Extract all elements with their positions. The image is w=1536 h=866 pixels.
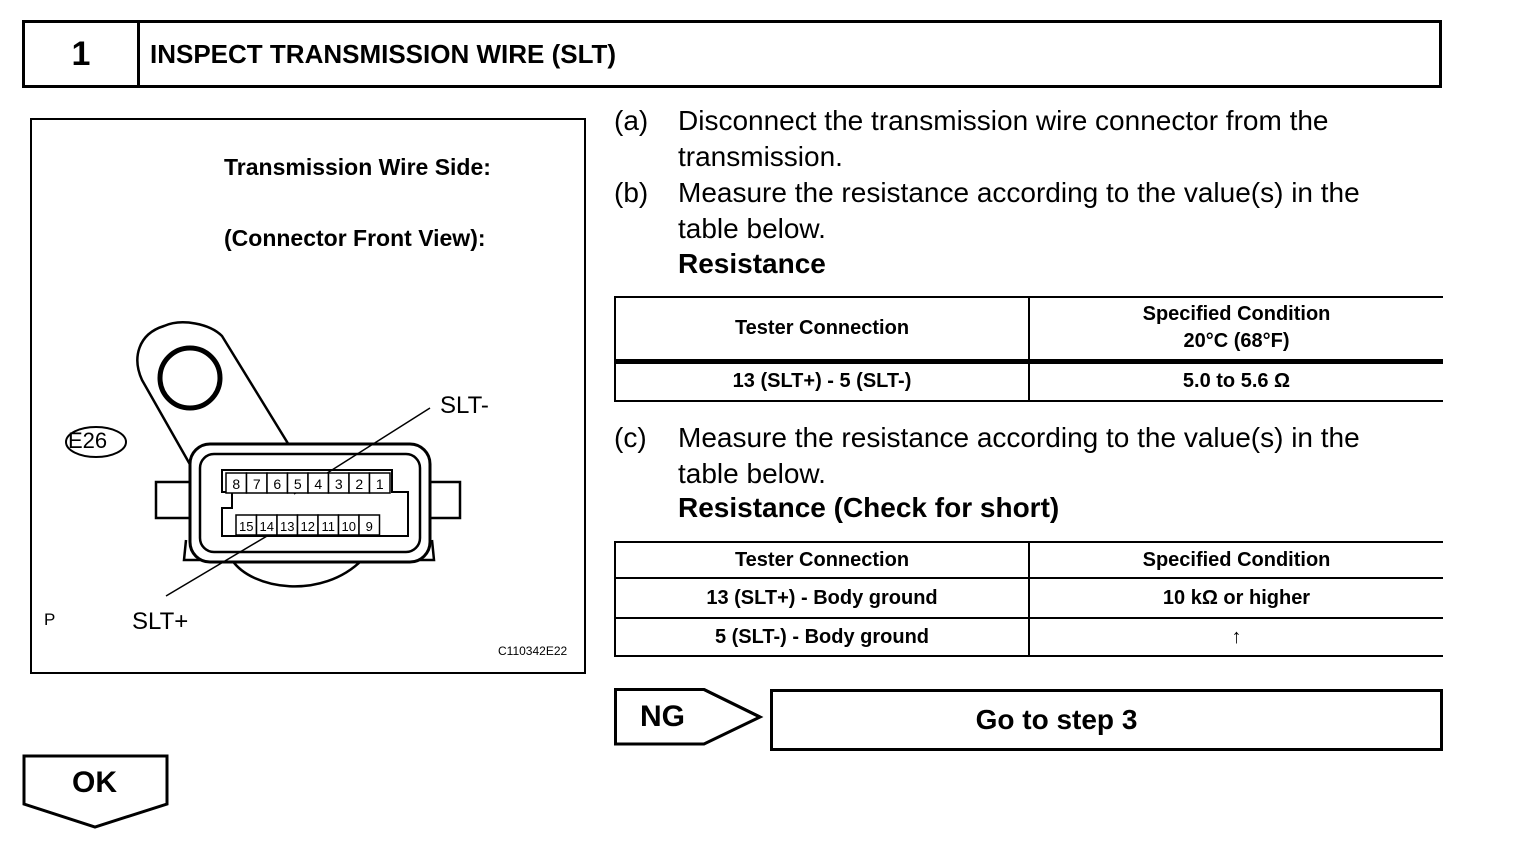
pin-label: 7 — [253, 476, 261, 492]
pin-cell — [358, 514, 381, 536]
pin-label: 11 — [322, 519, 336, 534]
caption-line-2: (Connector Front View): — [224, 225, 486, 251]
step-a-line2: transmission. — [678, 141, 843, 172]
goto-step-text[interactable]: Go to step 3 — [975, 704, 1138, 735]
pin-label: 13 — [280, 519, 294, 534]
header-line: 20°C (68°F) — [1183, 330, 1290, 353]
connector-flange — [136, 321, 294, 469]
pin-cell — [368, 472, 391, 494]
pin-label: 5 — [294, 476, 302, 492]
ok-label: OK — [72, 766, 117, 799]
pin-label: 3 — [335, 476, 343, 492]
table-row: 13 (SLT+) - 5 (SLT-) 5.0 to 5.6 Ω — [614, 358, 1443, 402]
caption-line-1: Transmission Wire Side: — [224, 154, 491, 180]
figure-code: C110342E22 — [498, 644, 568, 658]
step-a-line1: Disconnect the transmission wire connect… — [678, 105, 1329, 136]
resistance-table: Tester Connection Specified Condition 20… — [614, 296, 1443, 402]
ng-label: NG — [640, 700, 685, 733]
table-header-cell: Tester Connection — [614, 541, 1030, 579]
table-cell: 5 (SLT-) - Body ground — [614, 617, 1030, 657]
ok-arrow — [22, 754, 169, 829]
step-b-line2: table below. — [678, 213, 826, 244]
table-cell: ↑ — [1028, 617, 1443, 657]
step-number: 1 — [25, 23, 140, 85]
table-row: 13 (SLT+) - Body ground 10 kΩ or higher — [614, 577, 1443, 619]
step-b-heading: Resistance — [678, 248, 826, 279]
table-cell: 13 (SLT+) - 5 (SLT-) — [614, 358, 1030, 402]
pin-label: 15 — [239, 519, 253, 534]
pin-label: 10 — [342, 519, 356, 534]
ng-arrow — [614, 688, 764, 746]
table-header-row: Tester Connection Specified Condition 20… — [614, 296, 1443, 362]
pin-label: 4 — [314, 476, 322, 492]
table-header-cell: Tester Connection — [614, 296, 1030, 362]
left-tab — [154, 480, 192, 520]
pin-label: 1 — [376, 476, 384, 492]
step-c-heading: Resistance (Check for short) — [678, 492, 1060, 523]
connector-id-oval — [65, 426, 127, 458]
header-line: Specified Condition — [1142, 303, 1331, 326]
slt-minus-label: SLT- — [440, 392, 489, 419]
goto-step-box[interactable]: Go to step 3 — [770, 689, 1443, 751]
pin-label: 6 — [273, 476, 281, 492]
table-cell: 5.0 to 5.6 Ω — [1028, 358, 1443, 402]
table-cell: 10 kΩ or higher — [1028, 577, 1443, 619]
step-c-line1: Measure the resistance according to the … — [678, 422, 1360, 453]
table-header-row: Tester Connection Specified Condition — [614, 541, 1443, 579]
step-a-letter: (a) — [614, 105, 649, 136]
step-c-letter: (c) — [614, 422, 647, 453]
table-row: 5 (SLT-) - Body ground ↑ — [614, 617, 1443, 657]
slt-plus-label: SLT+ — [132, 608, 189, 635]
step-c-line2: table below. — [678, 458, 826, 489]
mark-p: P — [44, 610, 56, 629]
step-b-line1: Measure the resistance according to the … — [678, 177, 1360, 208]
mount-hole — [157, 345, 223, 411]
step-title: INSPECT TRANSMISSION WIRE (SLT) — [150, 38, 617, 69]
pin-label: 14 — [260, 519, 274, 534]
step-header: 1 INSPECT TRANSMISSION WIRE (SLT) — [22, 20, 1442, 88]
right-tab — [428, 480, 462, 520]
connector-housing — [188, 442, 432, 564]
table-header-cell: Specified Condition — [1028, 541, 1443, 579]
pins-bottom-row: 15 14 13 12 11 10 9 — [235, 514, 381, 536]
connector-id: E26 — [68, 428, 108, 453]
short-check-table: Tester Connection Specified Condition 13… — [614, 541, 1443, 657]
pin-label: 8 — [232, 476, 240, 492]
pin-label: 12 — [301, 519, 315, 534]
pin-label: 9 — [366, 519, 373, 534]
table-cell: 13 (SLT+) - Body ground — [614, 577, 1030, 619]
step-b-letter: (b) — [614, 177, 649, 208]
table-header-cell: Specified Condition 20°C (68°F) — [1028, 296, 1443, 362]
pin-label: 2 — [355, 476, 363, 492]
